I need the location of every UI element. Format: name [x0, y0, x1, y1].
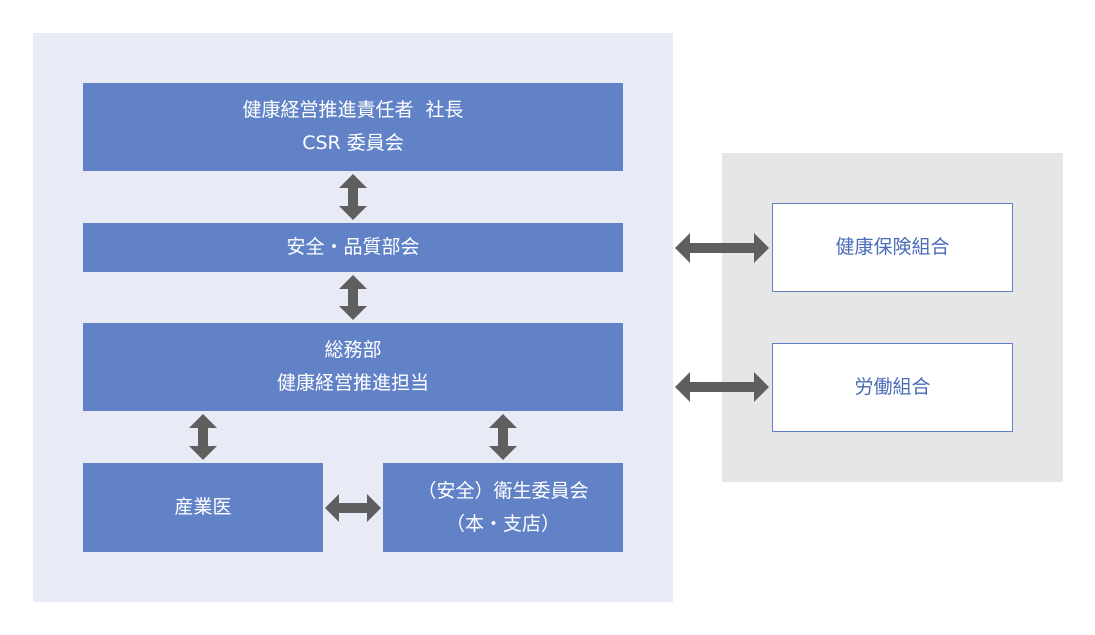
- node-label-line: 健康保険組合: [835, 236, 950, 258]
- node-label-line: 産業医: [174, 496, 232, 518]
- double-arrow-icon: [675, 372, 769, 402]
- node-label-line: 労働組合: [854, 376, 931, 398]
- labor-union-box: 労働組合: [772, 343, 1013, 432]
- general-affairs-box: 総務部 健康経営推進担当: [83, 323, 623, 411]
- node-label-line: （安全）衛生委員会: [417, 479, 589, 502]
- health-committee-box: （安全）衛生委員会 （本・支店）: [383, 463, 623, 552]
- health-management-officer-box: 健康経営推進責任者 社長 CSR 委員会: [83, 83, 623, 171]
- double-arrow-icon: [489, 414, 517, 460]
- node-label-line: 安全・品質部会: [286, 236, 420, 258]
- safety-quality-subcommittee-box: 安全・品質部会: [83, 223, 623, 272]
- node-label-line: 総務部: [324, 339, 382, 361]
- health-insurance-union-box: 健康保険組合: [772, 203, 1013, 292]
- node-label-line: 健康経営推進責任者 社長: [242, 99, 464, 121]
- double-arrow-icon: [339, 174, 367, 220]
- node-label-line: （本・支店）: [445, 512, 560, 535]
- occupational-physician-box: 産業医: [83, 463, 323, 552]
- double-arrow-icon: [675, 233, 769, 263]
- double-arrow-icon: [339, 275, 367, 320]
- node-label-line: 健康経営推進担当: [276, 372, 429, 394]
- double-arrow-icon: [189, 414, 217, 460]
- node-label-line: CSR 委員会: [302, 132, 404, 154]
- double-arrow-icon: [325, 494, 381, 522]
